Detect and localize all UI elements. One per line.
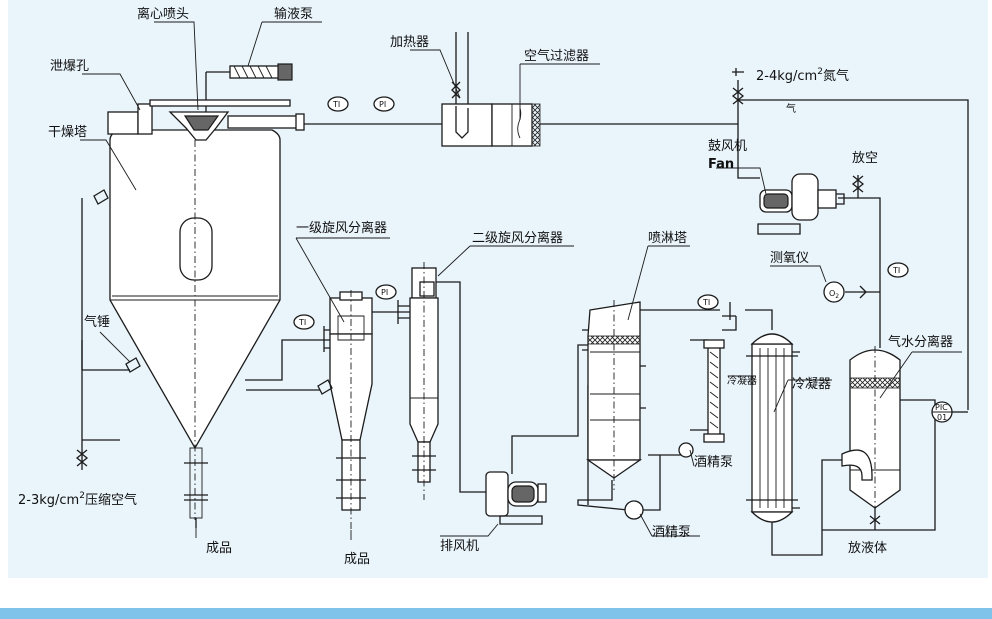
label-nitrogen-supply: 2-4kg/cm2氮气 <box>756 67 849 84</box>
exhaust-fan <box>485 471 547 525</box>
label-heater: 加热器 <box>390 35 429 50</box>
label-secondary-cyclone: 二级旋风分离器 <box>472 230 563 246</box>
air-hammer-top-icon <box>93 189 109 205</box>
label-compressed-air: 2-3kg/cm2压缩空气 <box>18 491 137 508</box>
large-condenser <box>746 333 800 523</box>
blower <box>757 173 845 235</box>
vent-valve[interactable] <box>851 175 865 193</box>
air-hammer-cyclone-icon <box>317 379 333 395</box>
label-centrifugal-nozzle: 离心喷头 <box>137 6 189 22</box>
leader-lines <box>80 21 962 540</box>
explosion-vent-box <box>107 111 139 135</box>
pic-tag: PIC <box>935 403 948 412</box>
footer-bar <box>0 608 992 619</box>
ti-4: TI <box>892 266 900 275</box>
secondary-cyclone <box>397 262 439 500</box>
pi-2: PI <box>381 288 388 297</box>
label-product-2: 成品 <box>344 552 370 567</box>
label-primary-cyclone: 一级旋风分离器 <box>296 220 387 236</box>
label-gas: 气 <box>786 102 796 115</box>
label-oxygen-meter: 测氧仪 <box>770 251 809 266</box>
nitrogen-valve[interactable] <box>731 68 745 105</box>
alcohol-pump-1-symbol <box>678 442 694 458</box>
primary-cyclone <box>323 290 373 530</box>
label-feed-pump: 输液泵 <box>274 6 313 22</box>
ti-1: TI <box>332 100 340 109</box>
label-gas-water-separator: 气水分离器 <box>888 334 953 350</box>
ti-3: TI <box>702 298 710 307</box>
label-small-condenser: 冷凝器 <box>727 374 757 387</box>
pic-controller <box>931 401 953 423</box>
air-filter <box>491 103 541 147</box>
label-vent: 放空 <box>852 151 878 166</box>
o2-symbol: O2 <box>829 289 839 300</box>
alcohol-pump-2-symbol <box>624 500 644 520</box>
ti-2: TI <box>298 318 306 327</box>
label-explosion-vent: 泄爆孔 <box>50 59 89 74</box>
piping-network <box>81 32 969 556</box>
label-air-hammer: 气锤 <box>84 314 110 330</box>
air-hammer-mid-icon <box>125 357 141 373</box>
label-alcohol-pump-2: 酒精泵 <box>652 525 691 540</box>
spray-tower <box>582 300 646 490</box>
instruments: TI PI TI PI TI TI PIC 01 O2 <box>293 96 948 422</box>
label-alcohol-pump-1: 酒精泵 <box>694 455 733 470</box>
label-exhaust-fan: 排风机 <box>440 539 479 554</box>
label-drain: 放液体 <box>848 541 887 556</box>
oxygen-meter <box>823 281 867 303</box>
label-condenser: 冷凝器 <box>792 376 831 392</box>
gas-water-separator <box>841 346 901 530</box>
compressed-air-valve[interactable] <box>75 449 89 467</box>
labels: 离心喷头 输液泵 泄爆孔 干燥塔 加热器 空气过滤器 2-4kg/cm2氮气 气… <box>18 6 953 567</box>
label-spray-tower: 喷淋塔 <box>648 231 687 246</box>
condenser-valve[interactable] <box>722 302 737 331</box>
pi-1: PI <box>379 100 386 109</box>
dryer-tower <box>107 99 305 528</box>
small-condenser <box>703 339 725 443</box>
label-fan: Fan <box>708 157 734 172</box>
label-blower: 鼓风机 <box>708 139 747 154</box>
label-product-1: 成品 <box>206 541 232 556</box>
label-dryer-tower: 干燥塔 <box>48 125 87 140</box>
heater <box>441 81 493 147</box>
hot-air-inlet <box>227 115 301 129</box>
label-air-filter: 空气过滤器 <box>524 48 589 64</box>
sight-glass <box>179 217 213 281</box>
pic-number: 01 <box>937 413 947 422</box>
feed-pump <box>229 63 293 81</box>
